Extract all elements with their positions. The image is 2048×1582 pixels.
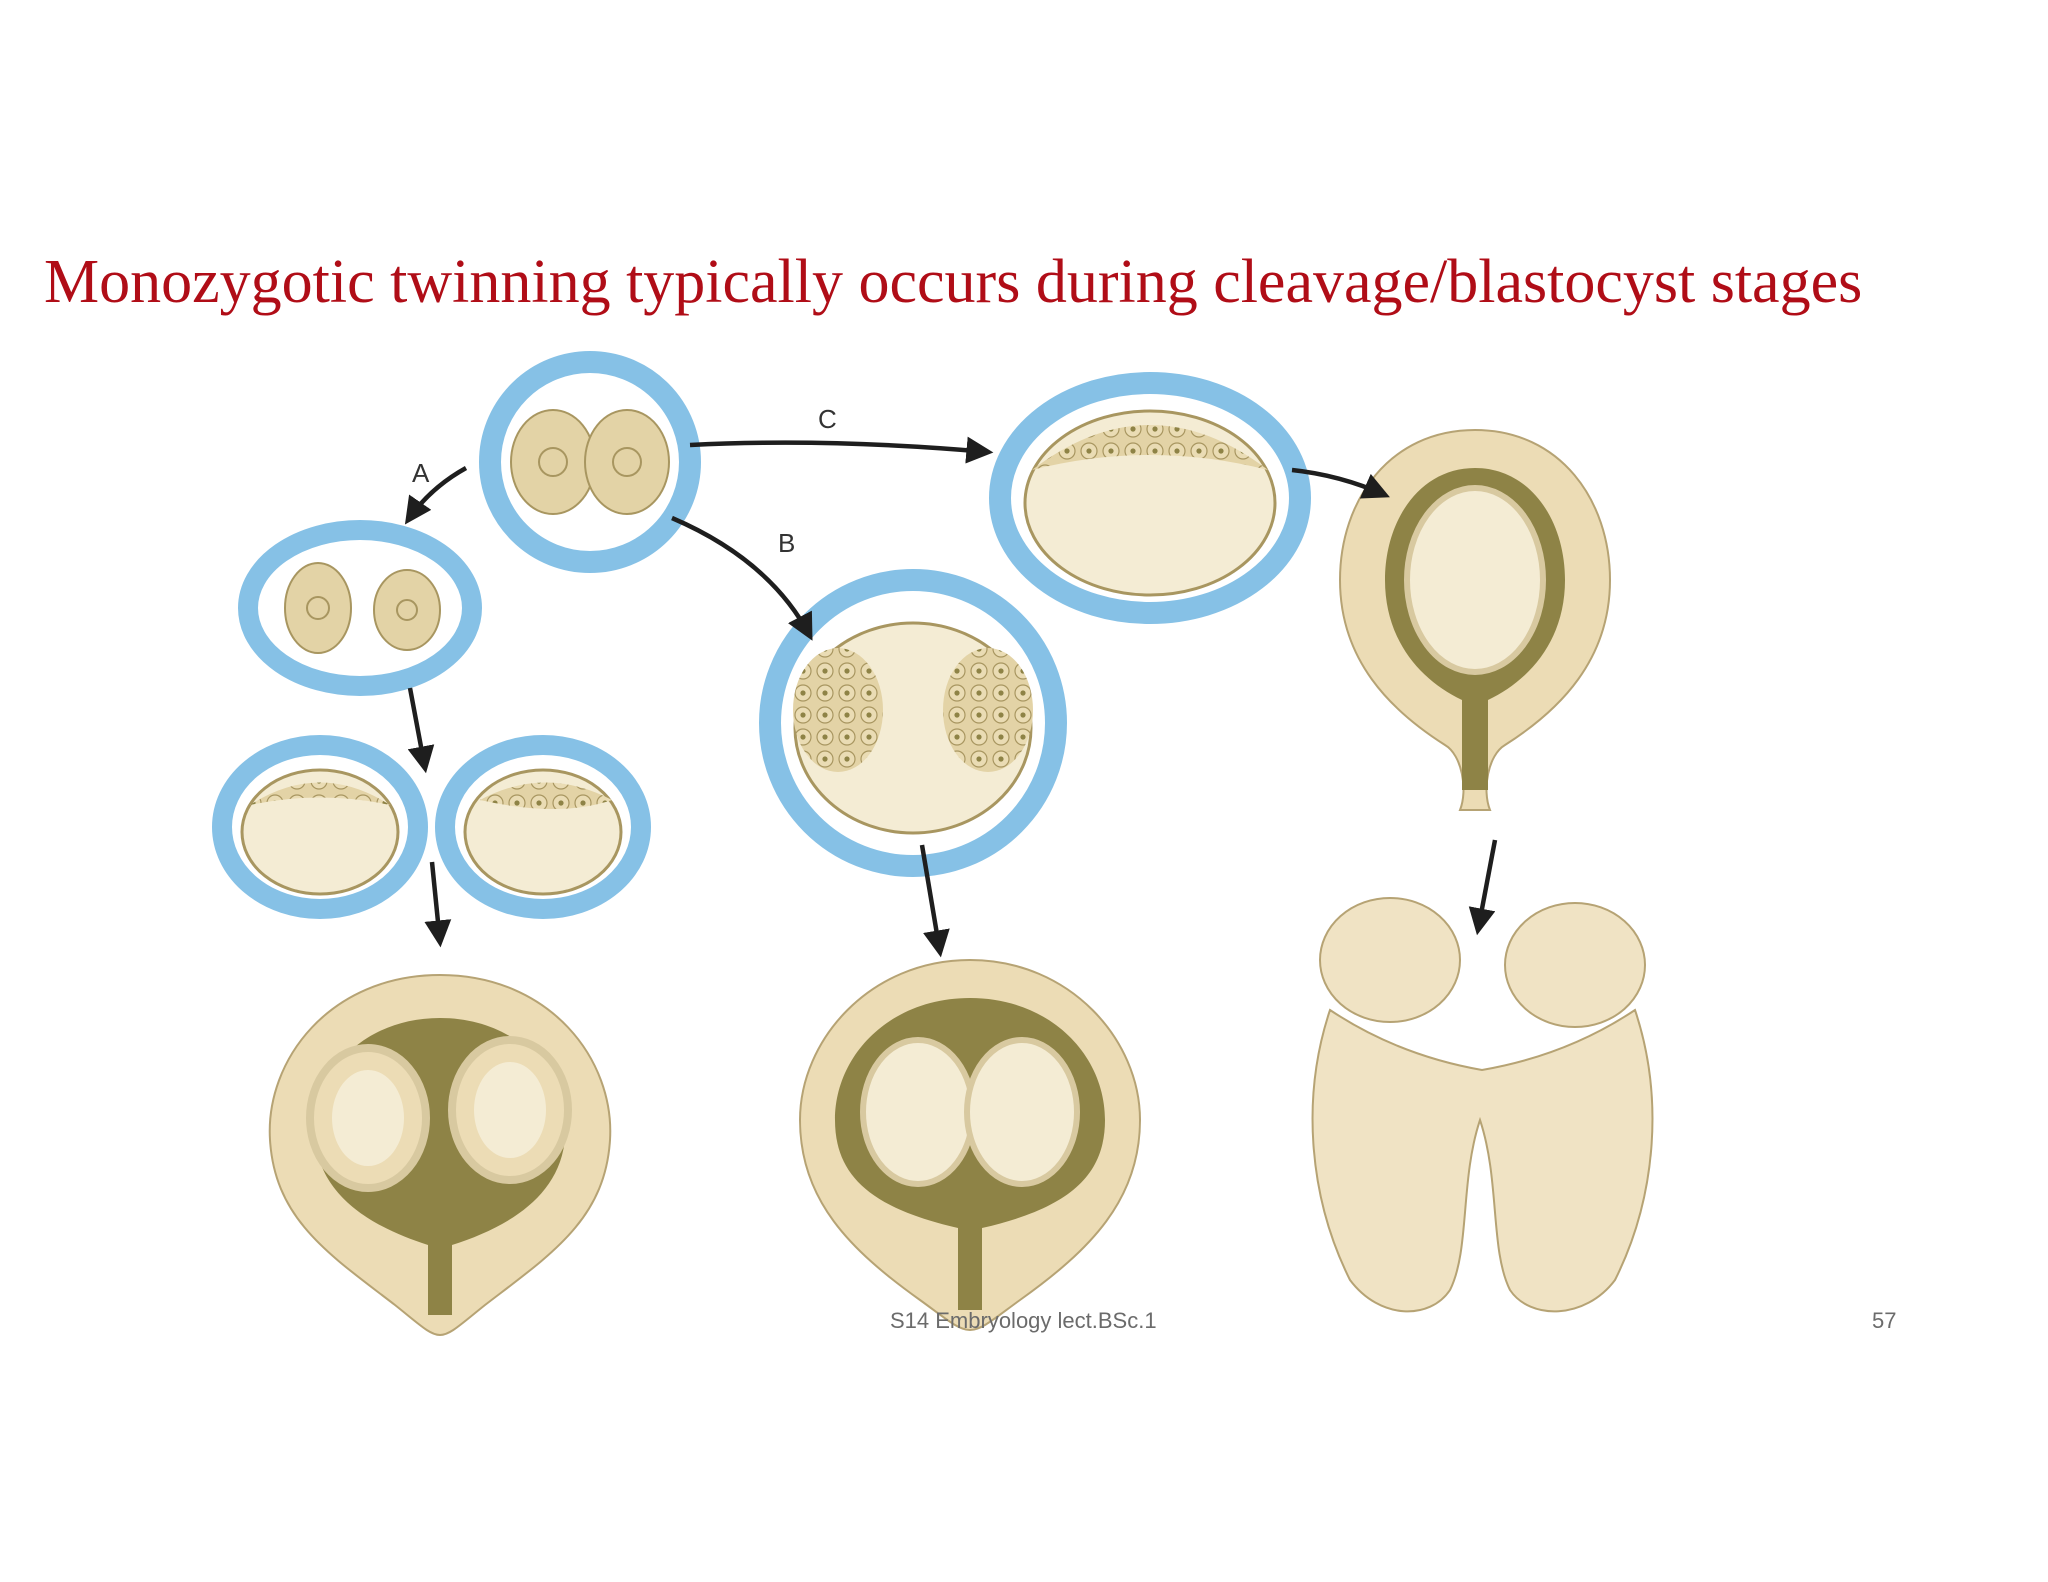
arrow-c-twins (1468, 839, 1498, 936)
separated-blastomeres (238, 520, 482, 696)
twin-blastocysts (212, 735, 651, 919)
arrow-a-uterus (424, 861, 452, 948)
blastocyst-two-icm (759, 569, 1067, 877)
arrow-b (671, 515, 813, 641)
label-c: C (818, 404, 837, 434)
arrows (404, 436, 1498, 958)
uterus-separate-chorions (268, 973, 612, 1337)
conjoined-twins (1311, 897, 1654, 1313)
arrow-b-uterus (919, 844, 950, 958)
blastocyst-single-icm (989, 372, 1311, 624)
arrow-c (689, 436, 994, 464)
slide-title: Monozygotic twinning typically occurs du… (44, 248, 1863, 316)
arrow-c-uterus (1291, 467, 1390, 499)
arrow-a-blastocysts (407, 687, 435, 774)
arrow-a (404, 466, 468, 525)
label-b: B (778, 528, 795, 558)
page-number: 57 (1872, 1308, 1897, 1333)
uterus-shared-amnion (1338, 428, 1612, 811)
footer-course: S14 Embryology lect.BSc.1 (890, 1308, 1157, 1333)
uterus-shared-chorion (798, 958, 1142, 1332)
two-cell-stage (479, 351, 701, 573)
label-a: A (412, 458, 430, 488)
